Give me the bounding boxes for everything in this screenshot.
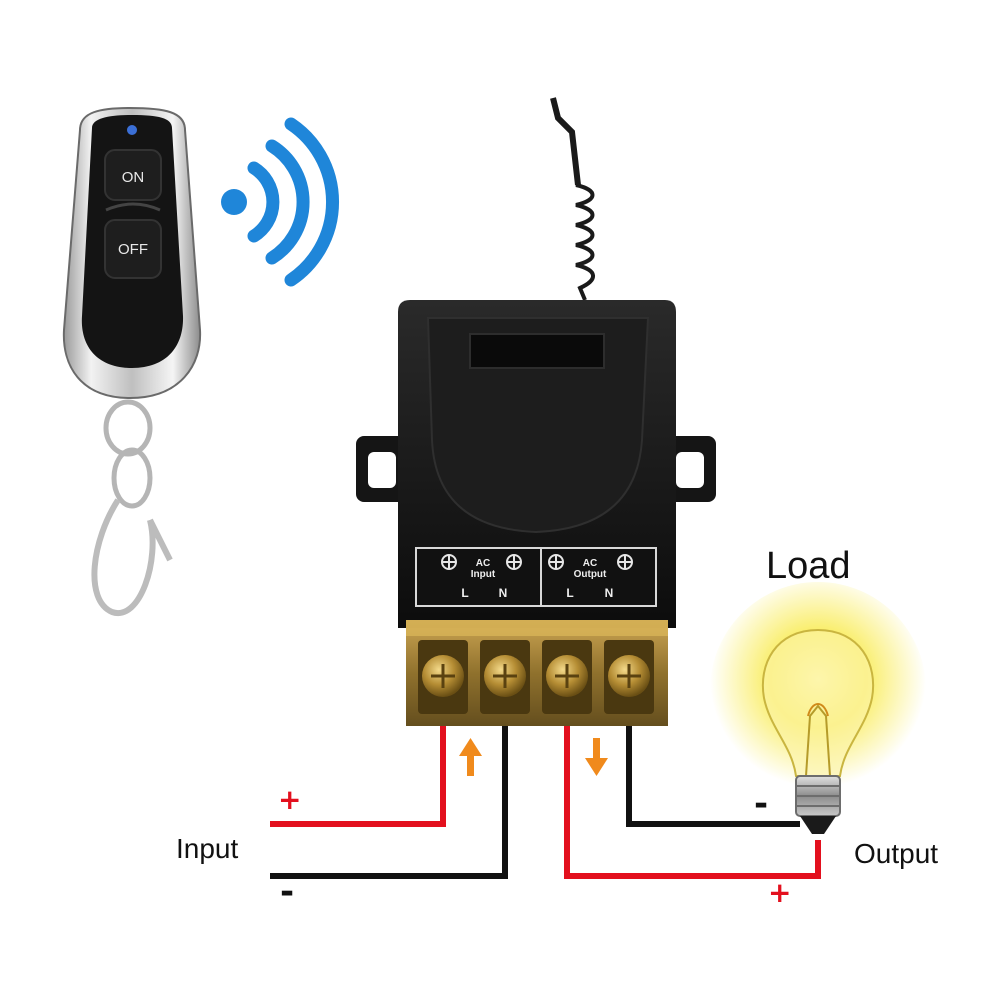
input-label: Input	[176, 833, 239, 864]
input-positive-wire	[270, 726, 446, 827]
arrow-up-icon	[459, 738, 482, 776]
input-negative-wire	[270, 726, 508, 879]
on-button-label: ON	[122, 169, 145, 186]
input-minus-sign: -	[280, 872, 295, 912]
input-group-subtitle: Input	[471, 569, 496, 580]
receiver-module: AC Input L N AC Output L N	[356, 300, 716, 726]
load-label: Load	[766, 545, 851, 587]
input-l-label: L	[461, 586, 468, 600]
output-plus-sign: +	[768, 876, 792, 909]
off-button-label: OFF	[118, 241, 148, 258]
remote-control: ON OFF	[62, 106, 202, 617]
light-bulb-icon	[710, 582, 926, 834]
output-negative-wire	[626, 726, 800, 827]
output-label: Output	[854, 838, 939, 869]
output-l-label: L	[566, 586, 573, 600]
output-positive-wire	[564, 726, 821, 879]
output-group-title: AC	[583, 558, 597, 569]
input-plus-sign: +	[278, 783, 302, 816]
wires	[270, 726, 821, 879]
arrow-down-icon	[585, 738, 608, 776]
terminal-screws	[418, 640, 654, 714]
output-group-subtitle: Output	[574, 569, 607, 580]
output-minus-sign: -	[754, 784, 769, 824]
key-ring	[91, 399, 173, 617]
input-n-label: N	[499, 586, 508, 600]
wireless-signal-icon	[221, 117, 339, 287]
output-n-label: N	[605, 586, 614, 600]
input-group-title: AC	[476, 558, 490, 569]
antenna-wire	[550, 97, 595, 301]
